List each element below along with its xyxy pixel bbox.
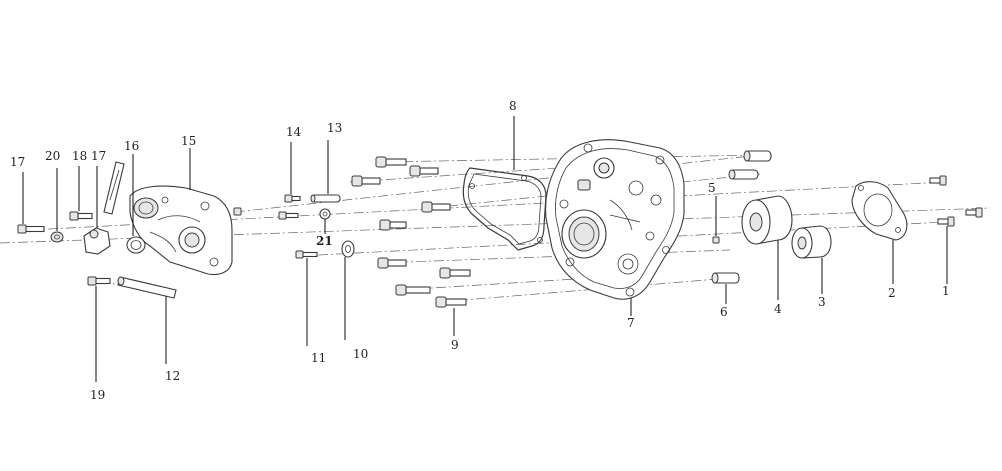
bushing-part-3 bbox=[791, 225, 832, 259]
tube-part-16 bbox=[103, 161, 146, 254]
callout-4: 4 bbox=[774, 302, 782, 316]
bolt-part-18 bbox=[69, 211, 93, 221]
callout-19: 19 bbox=[90, 388, 105, 402]
pin-part-5 bbox=[712, 236, 720, 244]
washer-part-10 bbox=[341, 240, 355, 258]
callout-17-right: 17 bbox=[91, 149, 106, 163]
callout-7: 7 bbox=[627, 316, 635, 330]
callout-14: 14 bbox=[286, 125, 302, 139]
callout-13: 13 bbox=[327, 121, 342, 135]
bolt-row-left-of-gasket bbox=[351, 156, 471, 296]
callout-8: 8 bbox=[509, 99, 517, 113]
gasket-part-8 bbox=[462, 167, 547, 251]
flange-part-2 bbox=[851, 181, 908, 241]
callout-10: 10 bbox=[353, 347, 368, 361]
callout-12: 12 bbox=[165, 369, 180, 383]
sensor-part-17-right bbox=[83, 227, 111, 255]
callout-15: 15 bbox=[181, 134, 196, 148]
callout-17-left: 17 bbox=[10, 155, 25, 169]
callout-6: 6 bbox=[720, 305, 728, 319]
roller-part-4 bbox=[741, 195, 793, 245]
callout-2: 2 bbox=[888, 286, 896, 300]
callout-20: 20 bbox=[45, 149, 60, 163]
dowel-part-13 bbox=[310, 194, 341, 203]
callout-11: 11 bbox=[311, 351, 326, 365]
leader-lines bbox=[22, 116, 948, 382]
bolt-row-right-of-cover bbox=[728, 150, 772, 180]
rod-part-12 bbox=[117, 276, 177, 299]
callout-21: 21 bbox=[316, 234, 333, 248]
callout-9: 9 bbox=[451, 338, 459, 352]
bolt-part-17-left bbox=[17, 224, 45, 234]
bolts-part-14 bbox=[233, 194, 301, 220]
callout-1: 1 bbox=[942, 284, 950, 298]
nut-part-20 bbox=[50, 231, 64, 243]
pump-cover-part-15 bbox=[129, 185, 233, 276]
crankcase-cover-part-7 bbox=[545, 139, 685, 300]
bolt-part-9 bbox=[435, 296, 467, 308]
callout-3: 3 bbox=[818, 295, 826, 309]
callout-18: 18 bbox=[72, 149, 87, 163]
dowel-part-6 bbox=[711, 272, 740, 284]
callout-5: 5 bbox=[708, 181, 716, 195]
callout-labels: 1 2 3 4 5 6 7 8 9 10 11 12 13 14 15 16 1… bbox=[10, 99, 950, 402]
bolt-part-19 bbox=[87, 276, 111, 286]
callout-16: 16 bbox=[124, 139, 139, 153]
washer-part-21 bbox=[319, 208, 331, 220]
stud-part-11 bbox=[295, 250, 318, 259]
screws-part-1 bbox=[929, 175, 983, 227]
